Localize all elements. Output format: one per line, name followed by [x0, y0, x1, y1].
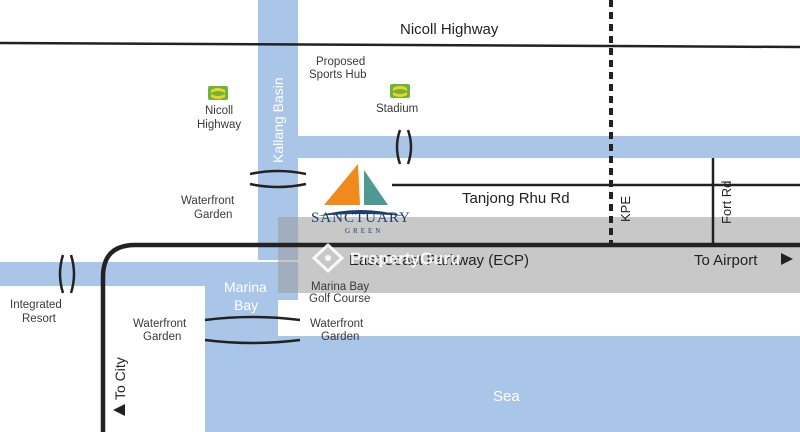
sea-label: Sea [493, 388, 520, 405]
waterfront-garden-top-label-2: Garden [194, 209, 232, 221]
ecp-label: East Coast Parkway (ECP) [349, 252, 529, 269]
sanctuary-green-logo: SANCTUARY GREEN [311, 164, 411, 235]
proposed-sports-hub-label-2: Sports Hub [309, 69, 367, 81]
integrated-resort-label-2: Resort [22, 313, 57, 325]
nicoll-station-label-1: Nicoll [205, 105, 233, 117]
fort-rd-label: Fort Rd [719, 181, 734, 224]
marina-bay-lower [205, 300, 278, 354]
waterfront-garden-left-label-2: Garden [143, 331, 181, 343]
waterfront-garden-right-label-1: Waterfront [310, 318, 364, 330]
watermark-text: PropertyGuru [350, 249, 461, 268]
kallang-river-water [298, 136, 800, 158]
to-city-label: To City [112, 357, 128, 400]
watermark: PropertyGuru [311, 242, 461, 274]
kpe-label: KPE [618, 196, 633, 222]
watermark-house-icon [311, 242, 345, 274]
marina-bay-label-1: Marina [224, 279, 267, 295]
to-airport-label: To Airport [694, 252, 758, 269]
logo-sail-icon [318, 164, 404, 216]
arrow-down-icon [113, 404, 125, 416]
logo-name: SANCTUARY [311, 210, 411, 226]
golf-course-label-2: Golf Course [309, 293, 370, 305]
logo-sub: GREEN [345, 227, 383, 235]
bridges [58, 129, 413, 345]
integrated-resort-label-1: Integrated [10, 299, 62, 311]
waterfront-garden-left-label-1: Waterfront [133, 318, 187, 330]
marina-bay-label-2: Bay [234, 297, 258, 313]
mrt-station-icon [390, 84, 410, 98]
stadium-label: Stadium [376, 103, 418, 115]
ecp-road [100, 242, 800, 432]
tanjong-rhu-label: Tanjong Rhu Rd [462, 190, 570, 207]
mrt-station-icon [208, 86, 228, 100]
proposed-sports-hub-label-1: Proposed [316, 56, 365, 68]
waterfront-garden-right-label-2: Garden [321, 331, 359, 343]
waterfront-garden-top-label-1: Waterfront [181, 195, 235, 207]
kallang-basin-label: Kallang Basin [270, 77, 286, 163]
sea-water-main [205, 354, 800, 432]
golf-course-label-1: Marina Bay [311, 281, 369, 293]
arrow-right-icon [781, 253, 793, 265]
nicoll-station-label-2: Highway [197, 119, 241, 131]
marina-channel [278, 336, 800, 354]
nicoll-highway-label: Nicoll Highway [400, 21, 499, 38]
nicoll-highway-road [0, 41, 800, 49]
